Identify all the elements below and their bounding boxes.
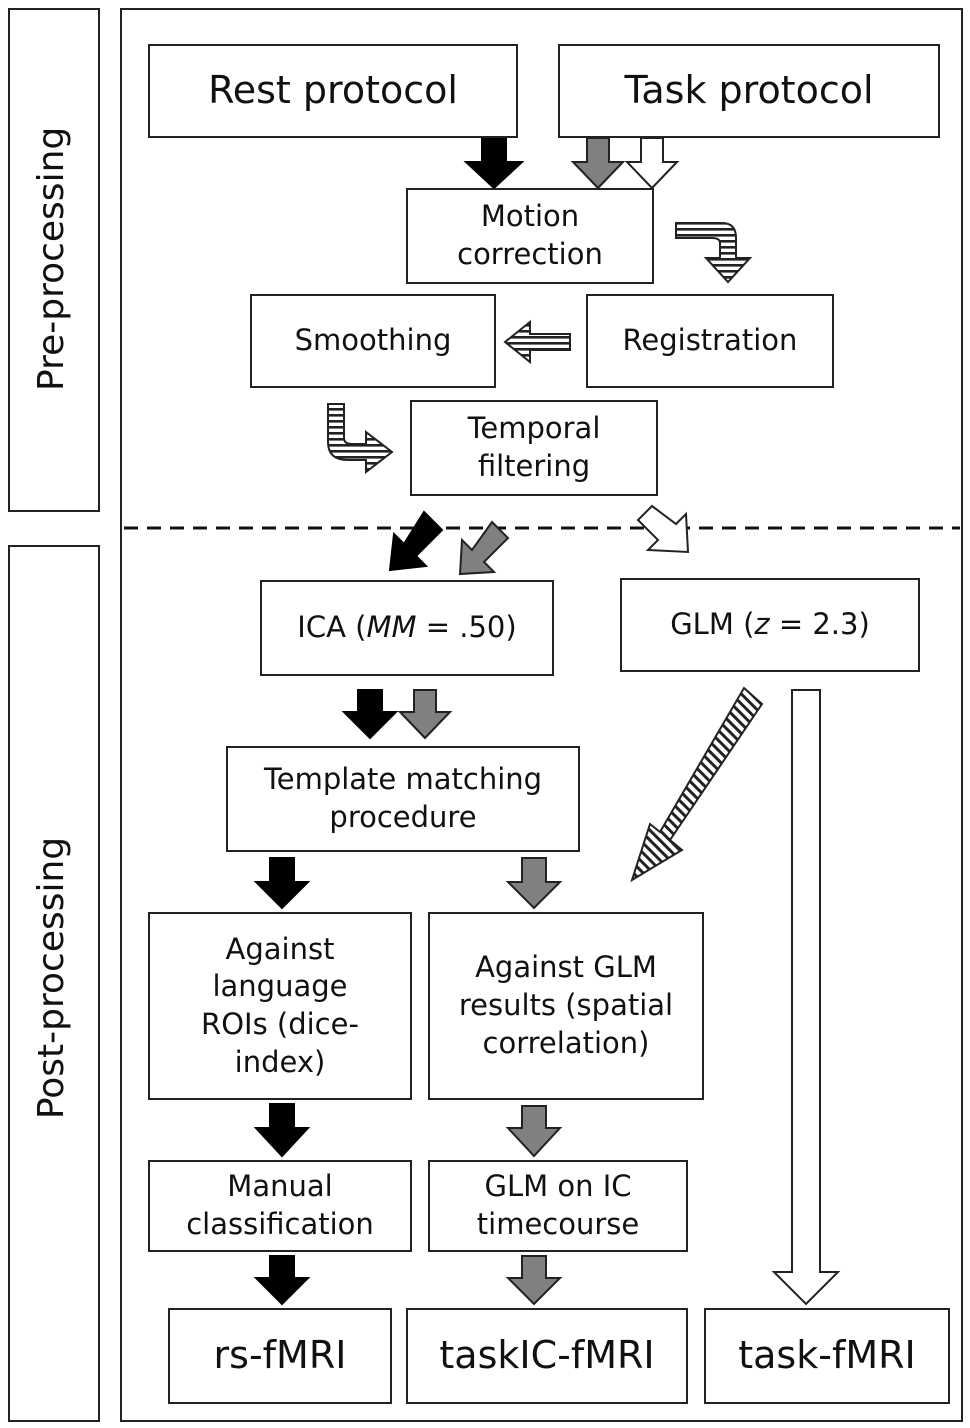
arrow-taskglm-to-glm — [636, 504, 690, 554]
glm-label-prefix: GLM ( — [670, 607, 755, 642]
rs-fmri-box: rs-fMRI — [168, 1308, 392, 1404]
rest-protocol-box: Rest protocol — [148, 44, 518, 138]
arrow-template-to-rois — [253, 857, 311, 910]
ica-label-italic: MM — [366, 610, 417, 645]
against-rois-box: Against language ROIs (dice- index) — [148, 912, 412, 1100]
arrow-rest-to-motion — [463, 137, 525, 190]
motion-correction-box: Motion correction — [406, 188, 654, 284]
arrow-task-glm-to-motion — [624, 137, 680, 190]
against-glm-box: Against GLM results (spatial correlation… — [428, 912, 704, 1100]
task-protocol-box: Task protocol — [558, 44, 940, 138]
glm-label-italic: z — [754, 607, 770, 642]
arrow-rest-to-ica — [388, 510, 444, 572]
template-matching-box: Template matching procedure — [226, 746, 580, 852]
arrow-glm-to-against-glm — [630, 686, 764, 883]
arrow-motion-to-registration — [675, 222, 753, 284]
glm-on-ic-box: GLM on IC timecourse — [428, 1160, 688, 1252]
glm-label-suffix: = 2.3) — [769, 607, 870, 642]
preprocessing-panel — [8, 8, 100, 512]
ica-label-suffix: = .50) — [416, 610, 517, 645]
arrow-rest-to-template — [341, 689, 399, 740]
postprocessing-panel — [8, 545, 100, 1422]
registration-box: Registration — [586, 294, 834, 388]
arrow-taskic-to-ica — [458, 520, 510, 576]
taskic-fmri-box: taskIC-fMRI — [406, 1308, 688, 1404]
ica-label-prefix: ICA ( — [297, 610, 367, 645]
temporal-filtering-box: Temporal filtering — [410, 400, 658, 496]
arrow-template-to-against-glm — [505, 857, 563, 910]
arrow-against-glm-to-glm-ic — [505, 1105, 563, 1158]
arrow-task-ic-to-motion — [570, 137, 626, 190]
glm-box: GLM (z = 2.3) — [620, 578, 920, 672]
arrow-taskic-to-template — [397, 689, 453, 740]
task-fmri-box: task-fMRI — [704, 1308, 950, 1404]
arrow-smoothing-to-temporal — [327, 403, 394, 475]
arrow-manual-to-rs — [253, 1255, 311, 1306]
arrow-glm-ic-to-taskic — [505, 1255, 563, 1306]
arrow-glm-to-task-fmri — [771, 689, 841, 1306]
smoothing-box: Smoothing — [250, 294, 496, 388]
manual-classification-box: Manual classification — [148, 1160, 412, 1252]
arrow-registration-to-smoothing — [503, 319, 571, 365]
ica-box: ICA (MM = .50) — [260, 580, 554, 676]
arrow-rois-to-manual — [253, 1103, 311, 1158]
